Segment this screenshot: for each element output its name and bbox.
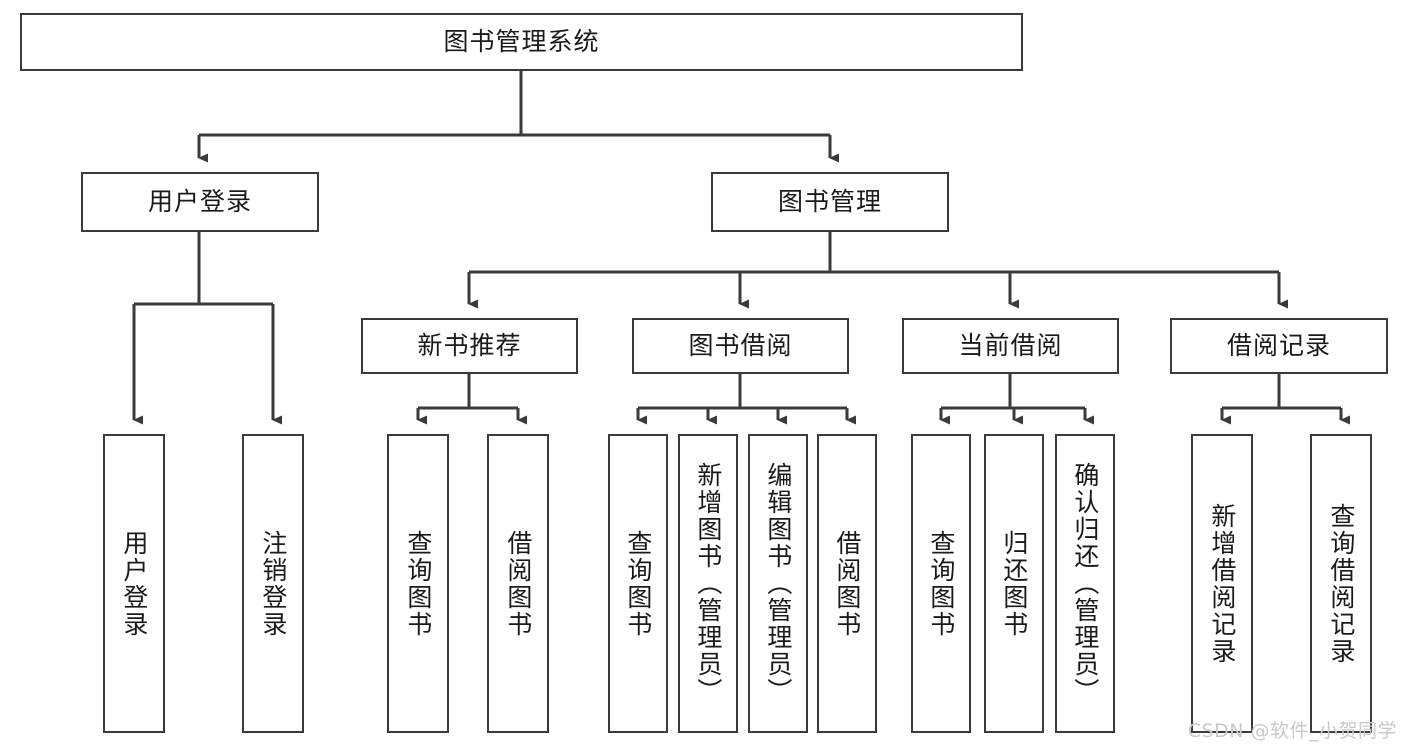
node-root[interactable]: 图书管理系统 xyxy=(20,13,1023,71)
leaf-node-add-book-label: 新增图书（管理员） xyxy=(693,462,723,705)
leaf-node-query-book-rec[interactable]: 查询图书 xyxy=(387,434,449,733)
node-borrow-records[interactable]: 借阅记录 xyxy=(1170,318,1388,374)
watermark: CSDN @软件_小贺同学 xyxy=(1187,720,1397,742)
leaf-node-query-borrow-record-label: 查询借阅记录 xyxy=(1326,502,1356,665)
leaf-node-query-book-borrow-label: 查询图书 xyxy=(623,529,653,638)
leaf-node-return-book-label: 归还图书 xyxy=(999,529,1029,638)
leaf-node-edit-book-label: 编辑图书（管理员） xyxy=(763,462,793,705)
node-root-label: 图书管理系统 xyxy=(443,27,600,57)
node-book-management-label: 图书管理 xyxy=(777,187,882,217)
node-new-book-recommend[interactable]: 新书推荐 xyxy=(361,318,578,374)
leaf-node-query-book-current-label: 查询图书 xyxy=(926,529,956,638)
node-user-login-label: 用户登录 xyxy=(147,187,252,217)
leaf-node-user-login-label: 用户登录 xyxy=(119,529,149,638)
leaf-node-query-borrow-record[interactable]: 查询借阅记录 xyxy=(1310,434,1372,733)
node-borrow-records-label: 借阅记录 xyxy=(1226,331,1331,361)
leaf-node-confirm-return[interactable]: 确认归还（管理员） xyxy=(1055,434,1115,733)
leaf-node-add-borrow-record-label: 新增借阅记录 xyxy=(1207,502,1237,665)
leaf-node-borrow-book-label: 借阅图书 xyxy=(832,529,862,638)
leaf-node-confirm-return-label: 确认归还（管理员） xyxy=(1070,462,1100,705)
leaf-node-logout[interactable]: 注销登录 xyxy=(242,434,304,733)
node-current-borrow-label: 当前借阅 xyxy=(958,331,1063,361)
node-book-management[interactable]: 图书管理 xyxy=(711,172,949,232)
leaf-node-query-book-rec-label: 查询图书 xyxy=(403,529,433,638)
leaf-node-borrow-book[interactable]: 借阅图书 xyxy=(817,434,877,733)
leaf-node-borrow-book-rec[interactable]: 借阅图书 xyxy=(487,434,549,733)
leaf-node-query-book-current[interactable]: 查询图书 xyxy=(911,434,971,733)
leaf-node-add-book[interactable]: 新增图书（管理员） xyxy=(678,434,738,733)
leaf-node-borrow-book-rec-label: 借阅图书 xyxy=(503,529,533,638)
node-book-borrow[interactable]: 图书借阅 xyxy=(632,318,849,374)
node-book-borrow-label: 图书借阅 xyxy=(688,331,793,361)
leaf-node-query-book-borrow[interactable]: 查询图书 xyxy=(608,434,668,733)
leaf-node-user-login[interactable]: 用户登录 xyxy=(103,434,165,733)
leaf-node-return-book[interactable]: 归还图书 xyxy=(984,434,1044,733)
node-user-login[interactable]: 用户登录 xyxy=(81,172,319,232)
leaf-node-logout-label: 注销登录 xyxy=(258,529,288,638)
node-new-book-recommend-label: 新书推荐 xyxy=(417,331,522,361)
leaf-node-edit-book[interactable]: 编辑图书（管理员） xyxy=(748,434,808,733)
node-current-borrow[interactable]: 当前借阅 xyxy=(902,318,1119,374)
leaf-node-add-borrow-record[interactable]: 新增借阅记录 xyxy=(1191,434,1253,733)
